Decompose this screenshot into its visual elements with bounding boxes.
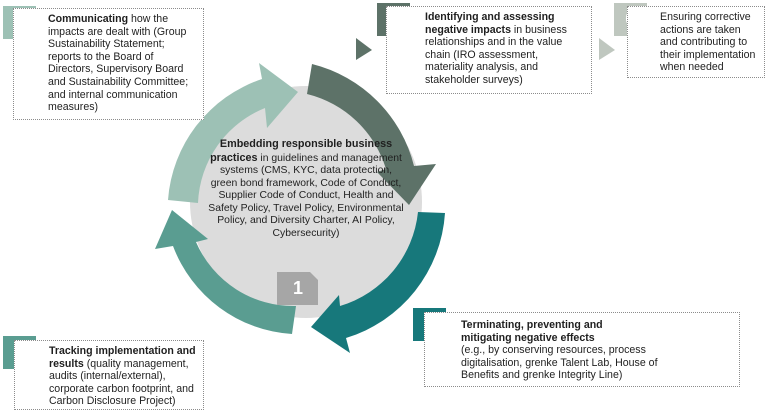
step3-body: (e.g., by conserving resources, process … — [461, 344, 658, 382]
center-circle — [190, 86, 422, 318]
arc-step4 — [155, 210, 296, 334]
center-body: in guidelines and management systems (CM… — [208, 152, 404, 239]
step2-body: in business relationships and in the val… — [425, 23, 567, 86]
arc-step5 — [168, 63, 298, 203]
arc-step3 — [311, 212, 445, 353]
step1-number: 1 — [292, 277, 303, 298]
step5-box: Communicating how the impacts are dealt … — [13, 8, 204, 120]
center-text: Embedding responsible business practices… — [207, 138, 405, 240]
step4-body: (quality management, audits (internal/ex… — [49, 357, 194, 408]
step6-body: Ensuring corrective actions are taken an… — [660, 11, 756, 74]
step5-title: Communicating — [48, 13, 129, 25]
arc-step2 — [307, 64, 436, 205]
center-title: Embedding responsible business practices — [210, 138, 393, 164]
step2-title: Identifying and assessing negative impac… — [425, 11, 555, 36]
step3-box: Terminating, preventing and mitigating n… — [424, 312, 740, 387]
step6-box: Ensuring corrective actions are taken an… — [627, 6, 765, 78]
pointer-step2 — [356, 38, 372, 60]
step5-body: how the impacts are dealt with (Group Su… — [48, 13, 189, 114]
step1-doc-shape — [277, 272, 318, 305]
step3-title: Terminating, preventing and mitigating n… — [461, 319, 603, 344]
step4-box: Tracking implementation and results (qua… — [14, 340, 204, 410]
step4-title: Tracking implementation and results — [49, 345, 196, 370]
pointer-step6 — [599, 38, 615, 60]
step2-box: Identifying and assessing negative impac… — [386, 6, 592, 94]
